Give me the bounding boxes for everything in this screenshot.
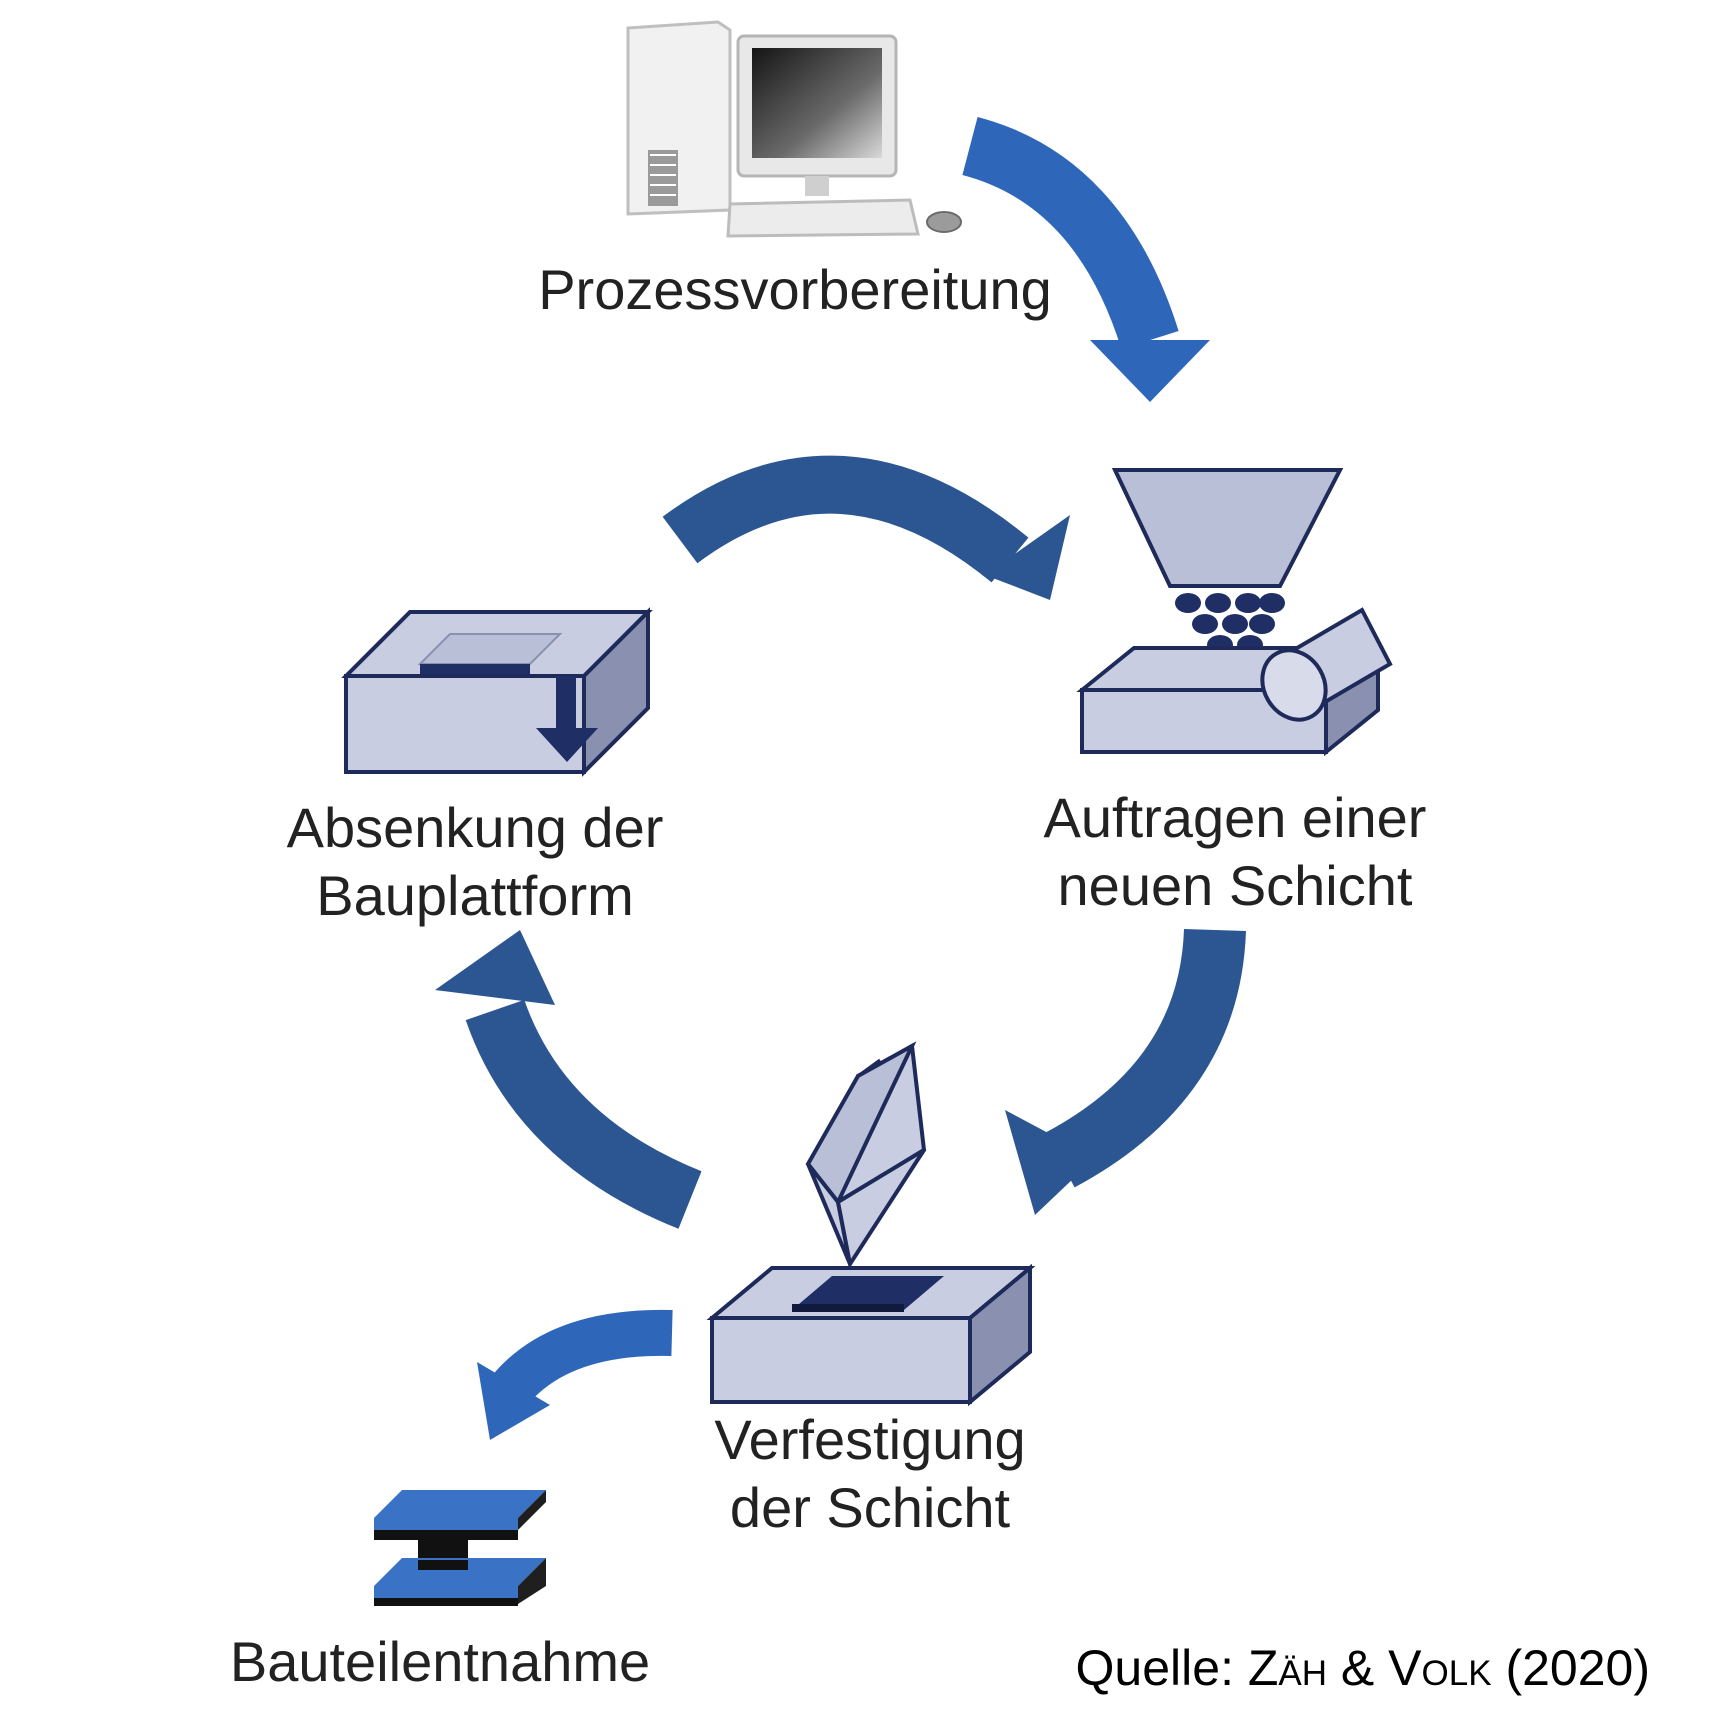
label-apply-line2: neuen Schicht	[1057, 854, 1413, 917]
label-lower-line2: Bauplattform	[316, 864, 634, 927]
arrow-prep-to-apply	[961, 116, 1210, 402]
label-apply-line1: Auftragen einer	[1043, 786, 1427, 849]
label-solid-line1: Verfestigung	[714, 1408, 1026, 1471]
source-prefix: Quelle:	[1075, 1640, 1248, 1696]
arrow-lower-to-apply	[662, 455, 1070, 600]
powder-hopper-recoater-icon	[1076, 468, 1393, 757]
arrow-solid-to-lower	[435, 930, 702, 1229]
label-solid-line2: der Schicht	[729, 1476, 1011, 1539]
label-prep-text: Prozessvorbereitung	[538, 258, 1052, 321]
label-bauteilentnahme: Bauteilentnahme	[200, 1628, 680, 1696]
label-verfestigung: Verfestigung der Schicht	[680, 1406, 1060, 1542]
source-year: (2020)	[1491, 1640, 1650, 1696]
arrow-apply-to-solid	[1005, 928, 1246, 1215]
label-prozessvorbereitung: Prozessvorbereitung	[490, 256, 1100, 324]
label-lower-line1: Absenkung der	[286, 796, 664, 859]
label-auftragen: Auftragen einer neuen Schicht	[1010, 784, 1460, 920]
computer-icon	[626, 20, 962, 238]
arrow-solid-to-remove	[477, 1309, 673, 1440]
label-remove-text: Bauteilentnahme	[229, 1630, 651, 1693]
powder-particles	[1175, 593, 1285, 655]
source-author-2: Volk	[1388, 1640, 1492, 1696]
finished-part-icon	[374, 1490, 546, 1606]
source-citation: Quelle: Zäh & Volk (2020)	[1010, 1636, 1650, 1700]
lowering-platform-icon	[341, 607, 653, 777]
energy-source-build-box-icon	[706, 1041, 1036, 1407]
source-amp: &	[1327, 1640, 1389, 1696]
label-absenkung: Absenkung der Bauplattform	[240, 794, 710, 930]
source-author-1: Zäh	[1247, 1640, 1328, 1696]
